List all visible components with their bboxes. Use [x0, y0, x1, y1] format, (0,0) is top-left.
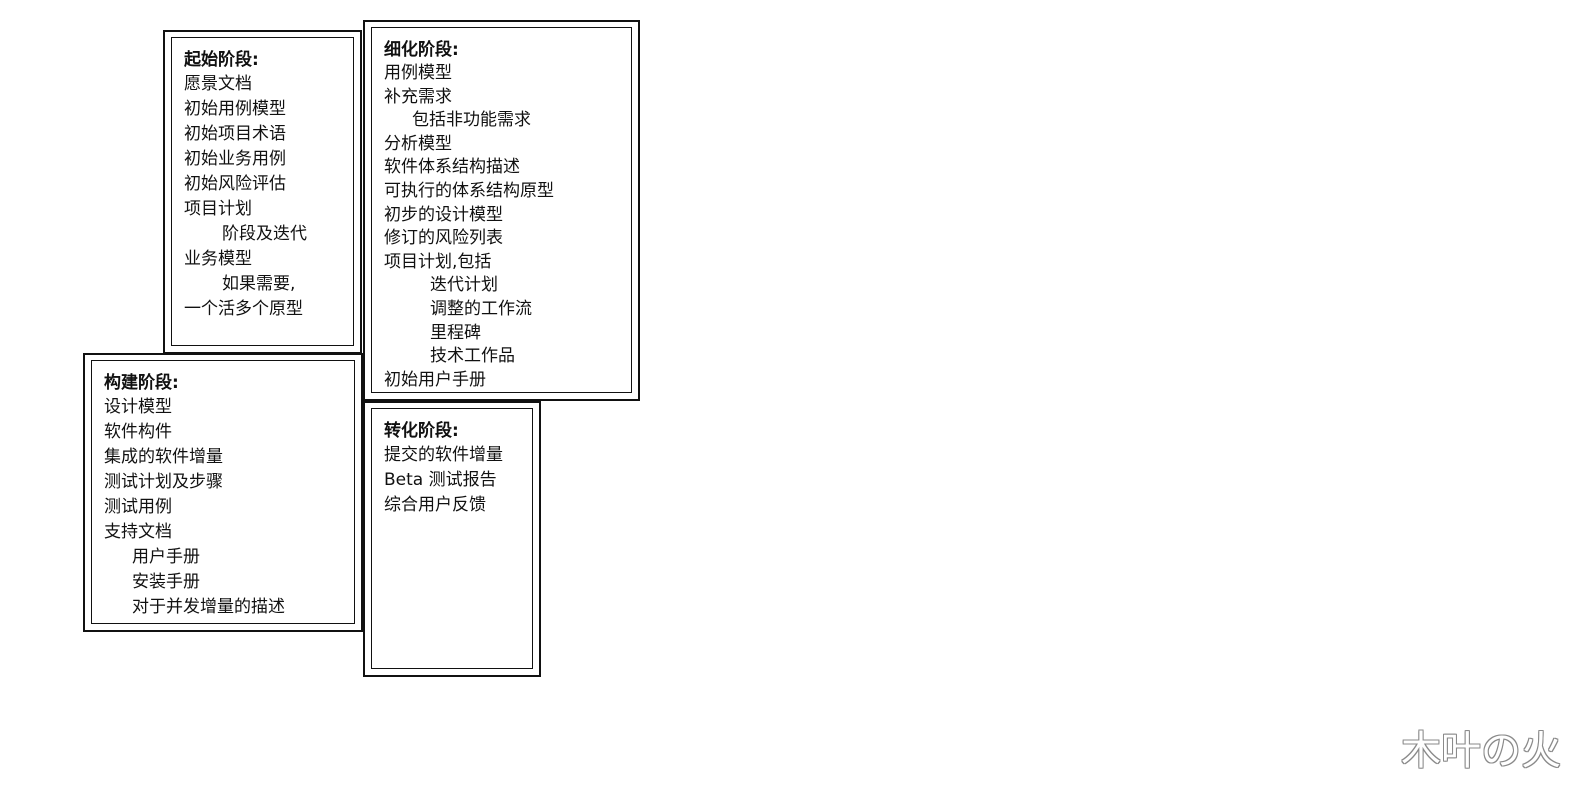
elaboration-artifact-item: 可执行的体系结构原型: [384, 180, 554, 201]
construction-phase-box: 构建阶段: 设计模型软件构件集成的软件增量测试计划及步骤测试用例支持文档用户手册…: [83, 353, 363, 632]
elaboration-artifact-item: 补充需求: [384, 86, 452, 107]
elaboration-artifact-item: 调整的工作流: [430, 298, 532, 319]
construction-artifact-item: 对于并发增量的描述: [132, 597, 285, 617]
watermark-text: 木叶の火: [1401, 728, 1561, 774]
construction-artifact-item: 设计模型: [104, 397, 172, 417]
elaboration-artifact-item: 项目计划,包括: [384, 251, 492, 272]
inception-artifact-item: 愿景文档: [184, 74, 252, 94]
inception-artifact-item: 一个活多个原型: [184, 299, 303, 319]
elaboration-artifact-item: 分析模型: [384, 133, 452, 154]
inception-artifact-item: 项目计划: [184, 199, 252, 219]
transition-phase-inner-border: 转化阶段: 提交的软件增量 Beta 测试报告综合用户反馈: [371, 408, 533, 669]
elaboration-artifact-item: 软件体系结构描述: [384, 157, 520, 178]
construction-artifact-item: 安装手册: [132, 572, 200, 592]
elaboration-artifact-list: 用例模型补充需求包括非功能需求分析模型软件体系结构描述可执行的体系结构原型初步的…: [384, 62, 627, 392]
elaboration-artifact-item: 用例模型: [384, 63, 452, 83]
elaboration-phase-box: 细化阶段: 用例模型补充需求包括非功能需求分析模型软件体系结构描述可执行的体系结…: [363, 20, 640, 401]
transition-phase-title: 转化阶段:: [384, 421, 459, 441]
construction-artifact-item: 支持文档: [104, 522, 172, 542]
inception-artifact-item: 阶段及迭代: [222, 224, 307, 244]
elaboration-artifact-item: 包括非功能需求: [412, 110, 531, 131]
inception-artifact-item: 如果需要,: [222, 274, 296, 294]
transition-phase-content: 转化阶段: 提交的软件增量 Beta 测试报告综合用户反馈: [384, 419, 528, 518]
inception-artifact-item: 初始项目术语: [184, 124, 286, 144]
construction-phase-inner-border: 构建阶段: 设计模型软件构件集成的软件增量测试计划及步骤测试用例支持文档用户手册…: [91, 360, 355, 624]
construction-artifact-item: 测试用例: [104, 497, 172, 517]
elaboration-artifact-item: 技术工作品: [430, 346, 515, 367]
transition-artifact-item: 提交的软件增量: [384, 445, 503, 465]
construction-artifact-item: 用户手册: [132, 547, 200, 567]
elaboration-artifact-item: 迭代计划: [430, 275, 498, 296]
construction-artifact-item: 测试计划及步骤: [104, 472, 223, 492]
inception-phase-inner-border: 起始阶段: 愿景文档初始用例模型初始项目术语初始业务用例初始风险评估项目计划阶段…: [171, 37, 354, 346]
elaboration-artifact-item: 初始用户手册: [384, 369, 486, 390]
elaboration-phase-title: 细化阶段:: [384, 40, 459, 60]
transition-artifact-item: 综合用户反馈: [384, 495, 486, 515]
elaboration-artifact-item: 里程碑: [430, 322, 481, 343]
transition-artifact-item: Beta 测试报告: [384, 470, 497, 490]
construction-phase-content: 构建阶段: 设计模型软件构件集成的软件增量测试计划及步骤测试用例支持文档用户手册…: [104, 371, 350, 620]
construction-artifact-item: 软件构件: [104, 422, 172, 442]
inception-phase-content: 起始阶段: 愿景文档初始用例模型初始项目术语初始业务用例初始风险评估项目计划阶段…: [184, 48, 349, 322]
inception-phase-box: 起始阶段: 愿景文档初始用例模型初始项目术语初始业务用例初始风险评估项目计划阶段…: [163, 30, 362, 354]
inception-artifact-item: 业务模型: [184, 249, 252, 269]
elaboration-phase-content: 细化阶段: 用例模型补充需求包括非功能需求分析模型软件体系结构描述可执行的体系结…: [384, 38, 627, 392]
inception-artifact-item: 初始风险评估: [184, 174, 286, 194]
inception-artifact-item: 初始用例模型: [184, 99, 286, 119]
inception-artifact-item: 初始业务用例: [184, 149, 286, 169]
inception-artifact-list: 愿景文档初始用例模型初始项目术语初始业务用例初始风险评估项目计划阶段及迭代业务模…: [184, 72, 349, 322]
transition-phase-box: 转化阶段: 提交的软件增量 Beta 测试报告综合用户反馈: [363, 401, 541, 677]
elaboration-artifact-item: 修订的风险列表: [384, 228, 503, 249]
construction-phase-title: 构建阶段:: [104, 373, 179, 393]
transition-artifact-list: 提交的软件增量 Beta 测试报告综合用户反馈: [384, 443, 528, 518]
inception-phase-title: 起始阶段:: [184, 50, 259, 70]
construction-artifact-list: 设计模型软件构件集成的软件增量测试计划及步骤测试用例支持文档用户手册安装手册对于…: [104, 395, 350, 620]
construction-artifact-item: 集成的软件增量: [104, 447, 223, 467]
elaboration-phase-inner-border: 细化阶段: 用例模型补充需求包括非功能需求分析模型软件体系结构描述可执行的体系结…: [371, 27, 632, 393]
elaboration-artifact-item: 初步的设计模型: [384, 204, 503, 225]
